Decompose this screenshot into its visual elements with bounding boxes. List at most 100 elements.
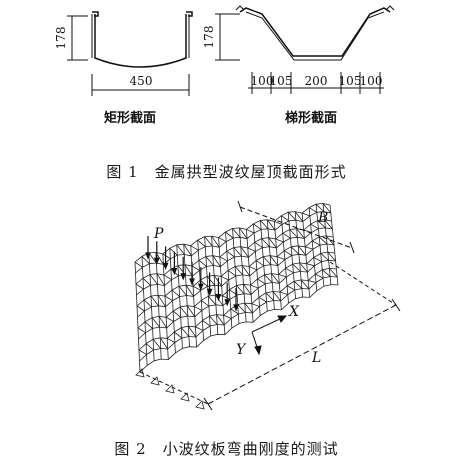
mesh-diagonal [274,220,283,225]
mesh-diagonal [143,299,152,308]
mesh-diagonal [253,223,262,230]
mesh-diagonal [243,284,252,295]
mesh-diagonal [227,270,236,277]
mesh-diagonal [178,285,187,296]
mesh-diagonal [214,294,224,306]
mesh-diagonal [268,237,277,249]
mesh-diagonal [141,256,150,265]
mesh-diagonal [190,245,199,251]
mesh-diagonal [264,274,273,283]
mesh-diagonal [296,228,305,239]
mesh-diagonal [149,274,158,285]
trap-section-label: 梯形截面 [285,111,338,126]
mesh-diagonal [267,219,276,231]
mesh-diagonal [150,295,159,306]
l-dimension [139,261,401,411]
mesh-diagonal [293,281,303,289]
load-arrow-head [233,304,239,312]
mesh-diagonal [184,264,193,277]
support-marker [195,400,205,410]
mesh-column-line [148,252,155,361]
mesh-column-line [280,215,289,304]
trap-dim-5: 100 [360,74,383,88]
mesh-diagonal [167,338,175,343]
load-arrow-head [189,278,195,286]
mesh-diagonal [188,325,197,338]
mesh-diagonal [152,338,161,349]
mesh-diagonal [159,337,169,350]
mesh-diagonal [222,295,231,300]
mesh-diagonal [302,212,311,217]
mesh-diagonal [247,247,256,252]
mesh-diagonal [185,284,194,297]
x-axis-label: X [288,304,300,320]
load-arrow-head [162,262,169,271]
trap-dim-1: 100 [251,74,274,88]
mesh-column-line [239,227,247,322]
rect-height-label: 178 [54,27,68,50]
mesh-diagonal [183,243,192,257]
mesh-diagonal [278,274,287,278]
mesh-row-line [139,284,339,373]
figure1-drawing: 178 450 178 100 105 200 105 100 [54,5,395,96]
mesh-diagonal [172,310,181,318]
mesh-diagonal [277,256,286,260]
rect-height-dimension [67,15,88,61]
mesh-diagonal [308,280,317,283]
mesh-diagonal [179,306,189,317]
support-marker [165,384,175,394]
mesh-diagonal [290,246,300,255]
mesh-column-line [273,221,282,310]
trap-dim-2: 105 [270,74,293,88]
mesh-diagonal [148,252,157,264]
mesh-diagonal [315,203,325,212]
mesh-diagonal [201,300,210,307]
mesh-diagonal [135,283,144,290]
load-arrow-head [180,273,187,281]
mesh-diagonal [194,306,203,311]
mesh-diagonal [220,276,229,281]
mesh-diagonal [136,305,145,312]
mesh-column-line [134,261,141,373]
mesh-diagonal [250,284,259,289]
mesh-diagonal [244,302,253,314]
mesh-diagonal [241,265,251,277]
mesh-column-line [204,236,212,336]
mesh-diagonal [255,260,265,267]
mesh-diagonal [275,238,284,243]
mesh-diagonal [317,220,326,229]
mesh-diagonal [192,285,201,291]
mesh-diagonal [286,285,296,291]
mesh-diagonal [311,240,321,246]
mesh-column-line [162,253,169,360]
mesh-diagonal [269,255,279,266]
mesh-diagonal [239,227,248,239]
mesh-diagonal [169,247,178,256]
mesh-diagonal [151,317,160,328]
trap-dim-3: 200 [305,74,328,88]
mesh-diagonal [297,245,307,256]
trap-height-dimension [215,13,240,61]
mesh-diagonal [142,277,151,286]
mesh-diagonal [292,263,301,272]
rect-section-drawing [91,11,193,68]
mesh-diagonal [230,308,239,315]
mesh-diagonal [134,261,143,268]
mesh-diagonal [305,246,314,250]
mesh-column-line [315,204,325,287]
mesh-diagonal [315,273,324,279]
mesh-diagonal [320,253,329,261]
mesh-column-line [211,236,219,335]
mesh-diagonal [180,327,190,337]
mesh-diagonal [216,314,225,326]
mesh-diagonal [261,238,270,247]
mesh-diagonal [197,239,206,247]
mesh-diagonal [207,295,217,306]
mesh-diagonal [158,316,167,329]
mesh-column-line [176,244,183,349]
mesh-diagonal [318,236,328,245]
support-marker [180,392,190,402]
figure2-caption: 图 2 小波纹板弯曲刚度的测试 [114,440,339,458]
load-arrow-head [215,294,222,302]
mesh-diagonal [260,220,269,230]
